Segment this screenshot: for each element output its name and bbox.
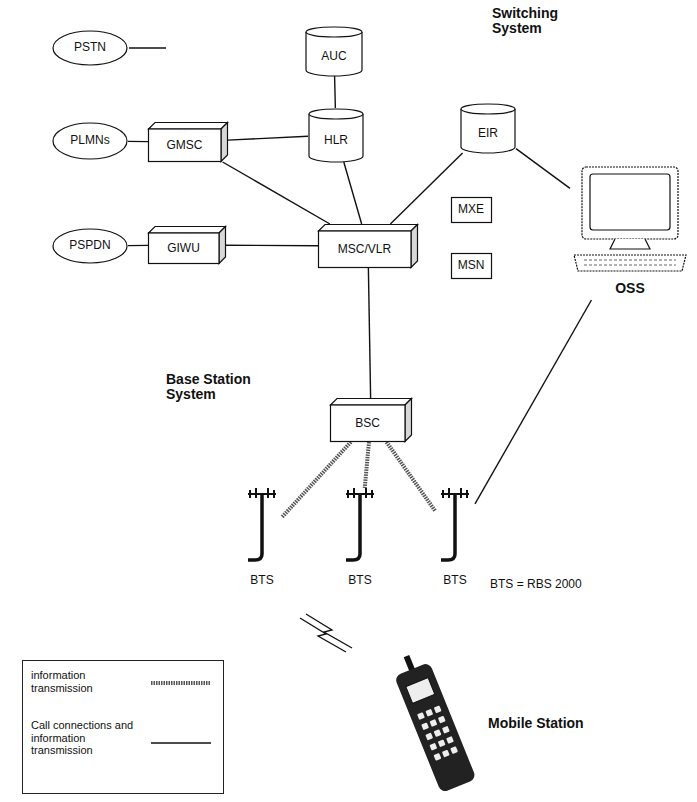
text-holder: MSN	[451, 253, 492, 279]
pstn-stub-line	[129, 47, 166, 49]
text-holder: PLMNs	[52, 122, 128, 160]
oss-terminal: OSS	[570, 165, 690, 300]
antenna-icon	[441, 488, 469, 560]
section-label: Base Station System	[166, 372, 286, 403]
section-label: Switching System	[492, 6, 592, 37]
switch-box: GIWU	[148, 226, 226, 264]
text-holder: AUC	[305, 38, 363, 76]
information-link	[282, 442, 351, 517]
text-holder: EIR	[460, 115, 516, 153]
bts-antenna: BTS	[242, 488, 282, 590]
call-link	[334, 76, 336, 108]
unit-box: MXE	[451, 197, 492, 223]
text-holder: PSPDN	[52, 228, 128, 264]
text-holder: MSC/VLR	[318, 231, 411, 268]
node-label: MSC/VLR	[338, 243, 391, 256]
radio-link-symbol	[300, 614, 352, 652]
switch-box: GMSC	[148, 122, 228, 162]
call-link	[368, 268, 370, 398]
bts-antenna: BTS	[435, 488, 475, 590]
legend-sample-line	[151, 742, 211, 743]
node-label: HLR	[324, 134, 348, 147]
network-ellipse: PLMNs	[52, 122, 128, 160]
network-ellipse: PSTN	[52, 30, 128, 66]
node-label: BTS	[443, 574, 466, 587]
text-holder: OSS	[570, 278, 690, 300]
switch-box: MSC/VLR	[318, 224, 418, 268]
node-label: MXE	[458, 203, 484, 216]
call-link	[128, 245, 148, 247]
node-label: GMSC	[167, 139, 203, 152]
node-label: PLMNs	[70, 134, 109, 147]
node-label: BTS	[348, 574, 371, 587]
network-ellipse: PSPDN	[52, 228, 128, 264]
section-label: BTS = RBS 2000	[490, 578, 620, 591]
node-label: PSTN	[74, 41, 106, 54]
node-label: EIR	[478, 127, 498, 140]
node-label: OSS	[615, 281, 645, 296]
legend-text: Call connections and information transmi…	[31, 719, 141, 757]
text-holder: BTS	[340, 572, 380, 590]
node-label: AUC	[321, 50, 346, 63]
node-label: Mobile Station	[488, 716, 584, 731]
text-holder: BTS	[242, 572, 282, 590]
information-link	[365, 442, 369, 488]
computer-icon	[574, 167, 686, 271]
switch-box: BSC	[330, 398, 412, 442]
shape-outline	[570, 165, 690, 300]
text-holder: MXE	[451, 197, 492, 223]
legend-text: information transmission	[31, 669, 141, 694]
call-link	[344, 162, 362, 224]
text-holder: BTS	[435, 572, 475, 590]
database-cylinder: HLR	[308, 108, 364, 162]
database-cylinder: AUC	[305, 26, 363, 76]
antenna-icon	[248, 488, 276, 560]
text-holder: Mobile Station	[488, 713, 592, 735]
call-link	[475, 300, 591, 504]
node-label: BTS	[250, 574, 273, 587]
legend-box: information transmissionCall connections…	[22, 660, 224, 794]
text-holder: HLR	[308, 120, 364, 162]
call-link	[516, 149, 570, 189]
antenna-icon	[346, 488, 374, 560]
call-link	[223, 162, 330, 224]
node-label: GIWU	[167, 242, 200, 255]
text-holder: GIWU	[148, 233, 219, 264]
text-holder: PSTN	[52, 30, 128, 66]
node-label: PSPDN	[69, 239, 110, 252]
mobile-station: Mobile Station	[392, 655, 592, 797]
node-label: MSN	[458, 259, 485, 272]
text-holder: GMSC	[148, 129, 221, 162]
text-holder: BSC	[330, 405, 405, 442]
database-cylinder: EIR	[460, 103, 516, 153]
phone-icon	[389, 649, 477, 793]
call-link	[226, 245, 318, 247]
node-label: BSC	[355, 417, 380, 430]
bts-antenna: BTS	[340, 488, 380, 590]
unit-box: MSN	[451, 253, 492, 279]
legend-sample-hatched	[151, 681, 211, 685]
call-link	[228, 136, 308, 140]
information-link	[387, 442, 435, 511]
call-link	[128, 141, 148, 143]
